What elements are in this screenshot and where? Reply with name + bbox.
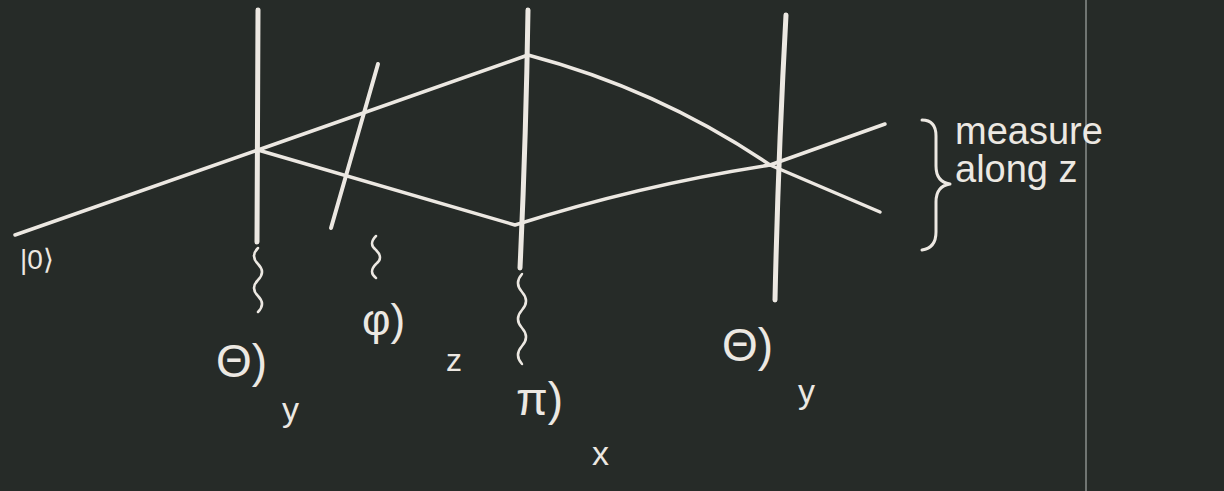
incoming-beam [15, 150, 258, 235]
rotation-label: Θ) [216, 338, 267, 384]
squiggle [372, 236, 380, 278]
output-beam [770, 124, 885, 165]
rotation-label: y [798, 374, 815, 408]
rotation-label: π) [516, 376, 563, 422]
squiggle [518, 274, 526, 364]
state-label: |0⟩ [20, 246, 54, 274]
rotation-label: x [592, 436, 609, 470]
beam-splitter [775, 15, 786, 300]
rotation-label: y [282, 392, 299, 426]
rotation-label: z [446, 344, 462, 376]
upper-path [258, 55, 770, 165]
mirror-plate [520, 10, 528, 268]
beam-splitter [257, 10, 258, 242]
lower-path [258, 150, 770, 225]
output-beam [770, 165, 880, 212]
board-edge [1085, 0, 1087, 491]
rotation-label: Θ) [722, 322, 773, 368]
rotation-label: φ) [362, 298, 405, 342]
brace [922, 120, 950, 250]
note: measure along z [955, 112, 1120, 188]
phase-plate [331, 64, 378, 228]
squiggle [254, 248, 262, 312]
